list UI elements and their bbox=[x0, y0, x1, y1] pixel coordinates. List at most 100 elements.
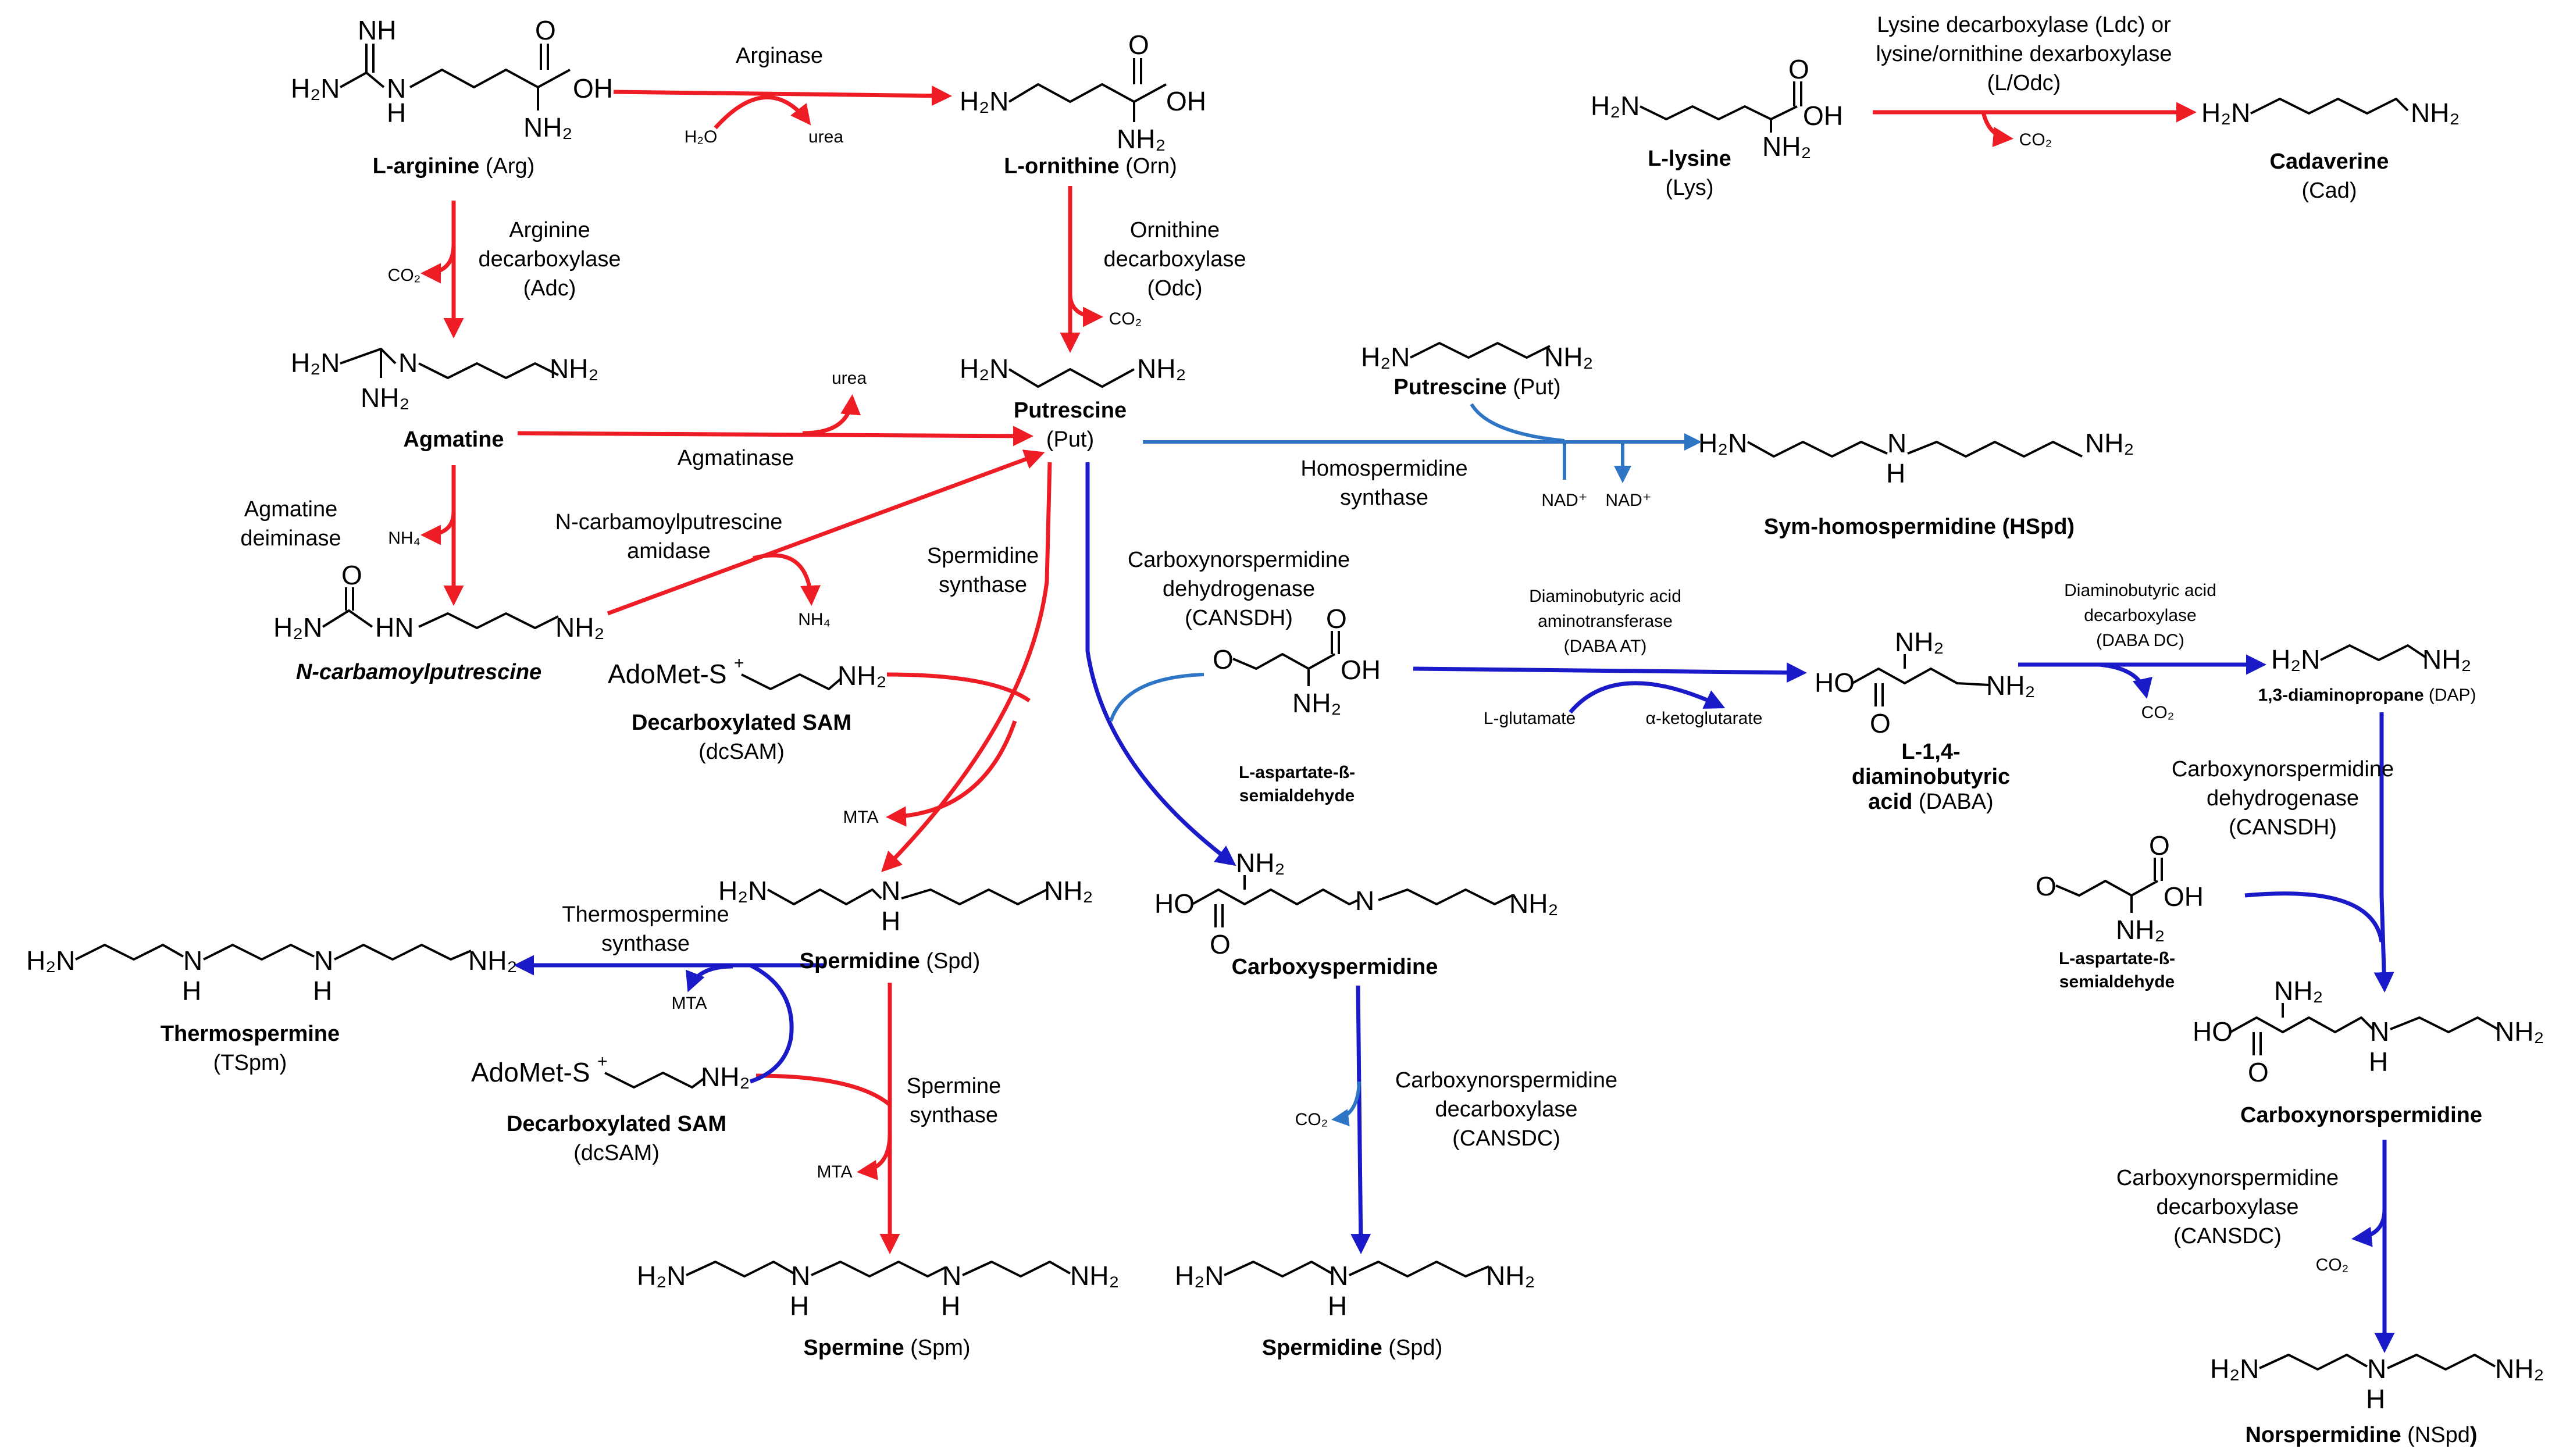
structure-l-lysine: H₂N NH₂ O OH bbox=[1591, 54, 1843, 162]
atom-label: OH bbox=[1341, 655, 1381, 685]
enzyme-adc-line1: Arginine bbox=[509, 218, 590, 242]
atom-label: NH₂ bbox=[523, 112, 572, 142]
atom-label: H bbox=[387, 98, 406, 128]
atom-label: NH₂ bbox=[1986, 670, 2035, 701]
enzyme-cansdc1-line3: (CANSDC) bbox=[1452, 1126, 1560, 1151]
atom-label: NH₂ bbox=[1137, 354, 1186, 384]
arrow-dabaat bbox=[1413, 662, 1807, 683]
structure-putrescine: H₂N NH₂ bbox=[960, 354, 1186, 388]
atom-label: O bbox=[2248, 1057, 2269, 1087]
enzyme-agmatinase: Agmatinase bbox=[678, 446, 794, 470]
atom-label: H bbox=[790, 1291, 809, 1321]
cofactor-co2-dabadc: CO₂ bbox=[2141, 703, 2175, 722]
structure-l-ornithine: H₂N NH₂ O OH bbox=[960, 30, 1206, 154]
arrow-cansdc-2-side bbox=[2351, 1209, 2387, 1247]
arrow-agmatinase bbox=[517, 426, 1033, 447]
atom-label: H₂N bbox=[26, 945, 75, 976]
arrow-arginase bbox=[613, 85, 952, 106]
cofactor-nh4-ncp: NH₄ bbox=[798, 610, 831, 629]
arrow-spms-mta bbox=[857, 1133, 892, 1180]
compound-tspm-abbrev: (TSpm) bbox=[213, 1051, 287, 1075]
compound-daba-line3: acid (DABA) bbox=[1868, 790, 1993, 814]
compound-cad-abbrev: (Cad) bbox=[2301, 179, 2357, 203]
structure-daba: HO O NH₂ NH₂ bbox=[1815, 627, 2035, 738]
arrow-adc-side bbox=[420, 244, 456, 284]
enzyme-cansdh1-line3: (CANSDH) bbox=[1185, 606, 1293, 630]
compound-putrescine-top: Putrescine (Put) bbox=[1393, 375, 1560, 399]
atom-label: HO bbox=[1154, 888, 1195, 919]
enzyme-ldc-line3: (L/Odc) bbox=[1987, 71, 2061, 95]
compound-spermine: Spermine (Spm) bbox=[803, 1336, 970, 1360]
structure-aspartate-semialdehyde-1: O NH₂ O OH bbox=[1213, 604, 1381, 718]
atom-label: H bbox=[2366, 1384, 2385, 1414]
arrow-ncpah bbox=[607, 449, 1045, 616]
atom-label: NH₂ bbox=[2495, 1354, 2544, 1384]
atom-label: NH₂ bbox=[1070, 1261, 1119, 1291]
cofactor-mta-1: MTA bbox=[843, 808, 878, 827]
arrow-tspms-side bbox=[749, 963, 794, 1084]
enzyme-hss-line1: Homospermidine bbox=[1300, 456, 1467, 481]
atom-label: N bbox=[1355, 886, 1374, 916]
atom-label: N bbox=[2367, 1354, 2386, 1384]
arrow-cansdh-1 bbox=[1085, 462, 1236, 866]
atom-label: O bbox=[2149, 830, 2170, 861]
atom-label: NH₂ bbox=[2085, 428, 2134, 458]
arrow-cansdc-1-side bbox=[1331, 1081, 1361, 1126]
compound-homospermidine: Sym-homospermidine (HSpd) bbox=[1764, 515, 2075, 539]
cofactor-mta-3: MTA bbox=[817, 1162, 852, 1182]
cofactor-l-glutamate: L-glutamate bbox=[1484, 709, 1576, 728]
compound-daba-line1: L-1,4- bbox=[1901, 740, 1960, 764]
atom-label: H₂N bbox=[2271, 644, 2320, 675]
arrows bbox=[420, 85, 2395, 1353]
arrow-tspms-mta bbox=[686, 964, 733, 993]
atom-label: H₂N bbox=[1361, 342, 1410, 372]
structure-norspermidine: H₂N N H NH₂ bbox=[2210, 1354, 2544, 1414]
cofactor-co2-ldc: CO₂ bbox=[2019, 130, 2052, 149]
cofactor-nad-1: NAD⁺ bbox=[1541, 491, 1587, 510]
arrow-cansdh-1-side bbox=[1109, 673, 1204, 722]
cofactor-alpha-ketoglutarate: α-ketoglutarate bbox=[1646, 709, 1763, 728]
atom-label: H₂N bbox=[2201, 98, 2250, 128]
enzyme-cansdc1-line2: decarboxylase bbox=[1435, 1097, 1577, 1122]
compound-carboxynorspermidine: Carboxynorspermidine bbox=[2240, 1103, 2482, 1127]
atom-label: OH bbox=[573, 73, 613, 104]
atom-label: H₂N bbox=[1591, 91, 1640, 121]
atom-label: H₂N bbox=[273, 612, 322, 643]
enzyme-ldc-line1: Lysine decarboxylase (Ldc) or bbox=[1877, 13, 2171, 37]
enzyme-odc-line2: decarboxylase bbox=[1103, 247, 1246, 272]
atom-label: O bbox=[1788, 54, 1809, 84]
atom-label: NH₂ bbox=[1044, 876, 1093, 906]
cofactor-mta-2: MTA bbox=[671, 994, 707, 1013]
compound-putrescine: Putrescine bbox=[1014, 398, 1127, 423]
compound-agmatine: Agmatine bbox=[403, 427, 504, 452]
enzyme-cansdh1-line2: dehydrogenase bbox=[1163, 577, 1315, 601]
cofactor-nh4-agdi: NH₄ bbox=[388, 529, 420, 548]
compound-aspartate-semialdehyde-2b: semialdehyde bbox=[2059, 972, 2175, 991]
atom-label: NH₂ bbox=[361, 383, 409, 413]
enzyme-dabaat-line1: Diaminobutyric acid bbox=[1529, 587, 1681, 606]
atom-label: H₂N bbox=[960, 354, 1008, 384]
arrow-ncpah-side bbox=[753, 553, 821, 606]
atom-label: O bbox=[1213, 644, 1234, 675]
cofactor-nad-2: NAD⁺ bbox=[1605, 491, 1651, 510]
atom-label: O bbox=[1870, 708, 1891, 738]
arrow-ldc-side bbox=[1981, 112, 2013, 148]
compound-carboxyspermidine: Carboxyspermidine bbox=[1232, 955, 1438, 979]
atom-label: H bbox=[1886, 458, 1905, 488]
arrow-agdi-side bbox=[420, 511, 456, 545]
atom-label: HN bbox=[375, 612, 414, 643]
atom-label: HO bbox=[2193, 1016, 2233, 1047]
atom-label: N bbox=[2370, 1016, 2389, 1047]
atom-label: O bbox=[1210, 929, 1231, 959]
atom-label: NH₂ bbox=[2411, 98, 2460, 128]
atom-label: NH₂ bbox=[837, 661, 886, 691]
compound-l-ornithine: L-ornithine (Orn) bbox=[1004, 154, 1177, 179]
atom-label: O bbox=[1128, 30, 1149, 60]
atom-label: H bbox=[1328, 1291, 1347, 1321]
atom-label: NH₂ bbox=[1895, 627, 1944, 657]
atom-label: NH₂ bbox=[2422, 644, 2471, 675]
atom-label: OH bbox=[2164, 882, 2204, 912]
compound-dcsam-1: Decarboxylated SAM bbox=[632, 711, 851, 735]
atom-label: N bbox=[1887, 428, 1906, 458]
atom-label: H bbox=[881, 906, 900, 936]
